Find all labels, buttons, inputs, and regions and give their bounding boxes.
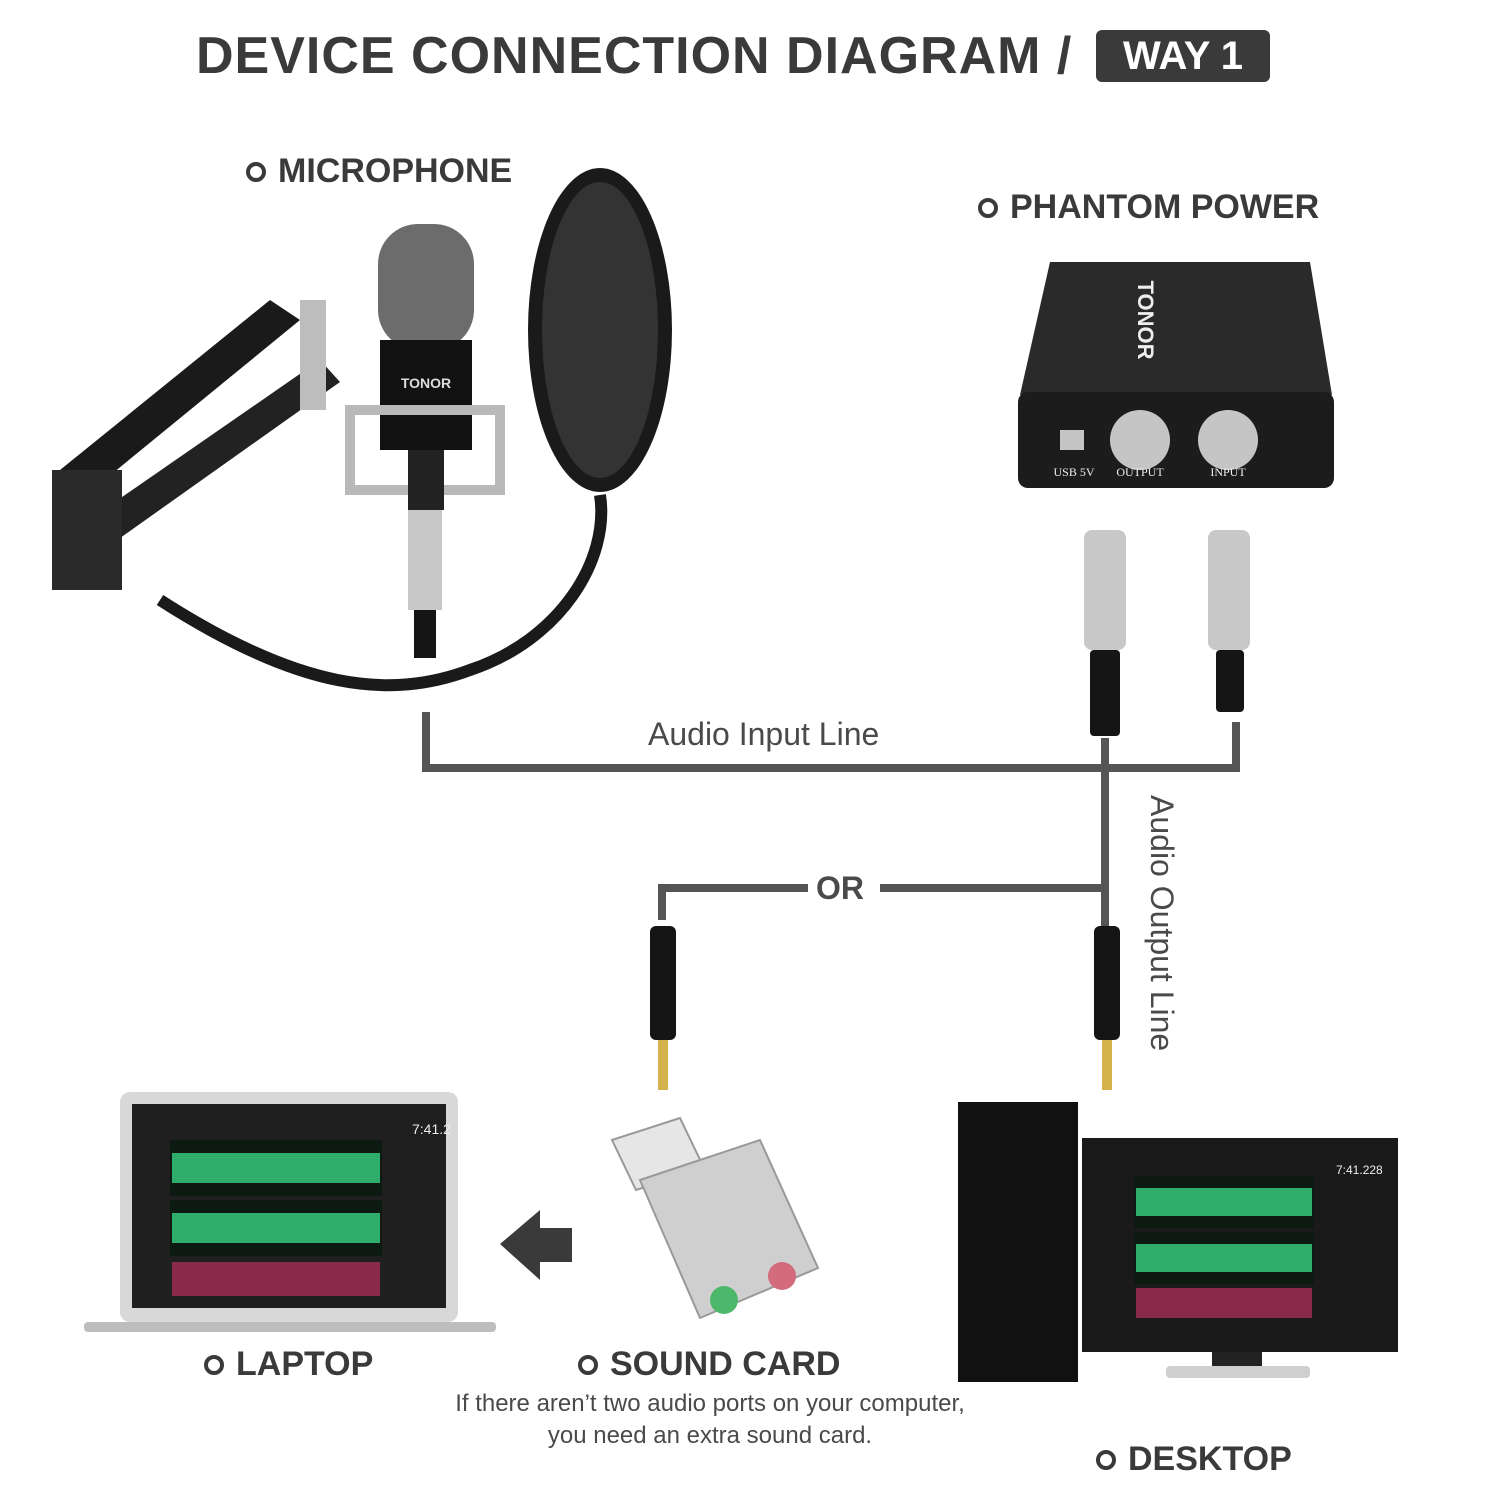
- sound-card-label-text: SOUND CARD: [610, 1345, 841, 1383]
- bullet-icon: [204, 1354, 224, 1375]
- audio-output-line: [1101, 738, 1109, 926]
- bullet-icon: [978, 197, 998, 218]
- phantom-brand-text: TONOR: [1133, 280, 1158, 359]
- phantom-power-label-text: PHANTOM POWER: [1010, 188, 1320, 226]
- laptop-label: LAPTOP: [204, 1345, 373, 1384]
- bullet-icon: [1096, 1449, 1116, 1470]
- mic-brand-text: TONOR: [401, 375, 451, 391]
- port-output-label: OUTPUT: [1116, 465, 1164, 479]
- input-connector-drop: [1232, 722, 1240, 772]
- microphone-image: TONOR: [345, 224, 505, 658]
- audio-jack-right: [1094, 926, 1120, 1090]
- desktop-label-text: DESKTOP: [1128, 1440, 1292, 1478]
- audio-jack-left: [650, 926, 676, 1090]
- mic-drop-line: [422, 712, 430, 772]
- phantom-power-image: USB 5V OUTPUT INPUT TONOR: [1018, 262, 1334, 488]
- audio-input-line-label: Audio Input Line: [648, 716, 880, 752]
- sound-card-image: [610, 1116, 820, 1320]
- xlr-female-connector: [1084, 530, 1126, 736]
- bullet-icon: [246, 161, 266, 182]
- desktop-image: 7:41.228: [958, 1102, 1398, 1382]
- arrow-left-icon: [500, 1210, 572, 1280]
- or-line-left: [658, 884, 808, 892]
- desktop-label: DESKTOP: [1096, 1440, 1292, 1479]
- pop-filter: [156, 168, 672, 692]
- xlr-male-connector: [1208, 530, 1250, 712]
- or-label: OR: [816, 870, 864, 906]
- microphone-label: MICROPHONE: [246, 152, 512, 191]
- laptop-time-text: 7:41.2: [412, 1121, 451, 1137]
- or-line-drop: [658, 884, 666, 920]
- laptop-label-text: LAPTOP: [236, 1345, 374, 1383]
- audio-input-line: [422, 764, 1240, 772]
- desktop-time-text: 7:41.228: [1336, 1163, 1383, 1177]
- sound-card-label: SOUND CARD: [578, 1345, 840, 1384]
- page-title: DEVICE CONNECTION DIAGRAM /: [196, 27, 1073, 85]
- port-input-label: INPUT: [1210, 465, 1246, 479]
- microphone-label-text: MICROPHONE: [278, 152, 513, 190]
- laptop-image: 7:41.2: [84, 1092, 496, 1332]
- or-line-right: [880, 884, 1109, 892]
- boom-arm: [52, 300, 340, 590]
- way-badge: WAY 1: [1096, 30, 1270, 82]
- port-usb-label: USB 5V: [1053, 465, 1094, 479]
- phantom-power-label: PHANTOM POWER: [978, 188, 1319, 227]
- sound-card-note: If there aren’t two audio ports on your …: [455, 1390, 965, 1449]
- bullet-icon: [578, 1354, 598, 1375]
